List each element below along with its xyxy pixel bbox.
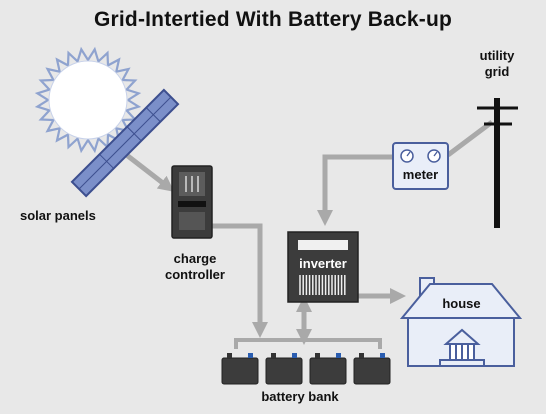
- charge-controller-label-line2: controller: [165, 267, 225, 282]
- sun-icon: [34, 46, 142, 154]
- battery-icon: [309, 353, 347, 385]
- charge-controller-label-line1: charge: [173, 251, 217, 266]
- battery-icon: [221, 353, 259, 385]
- meter-icon: [392, 142, 449, 190]
- battery-bank-label: battery bank: [261, 389, 339, 404]
- meter-label: meter: [402, 167, 439, 182]
- connector-panels-to-controller: [122, 151, 175, 192]
- connector-inverter-meter: [316, 154, 392, 227]
- utility-pole-icon: [477, 98, 518, 228]
- connector-controller-to-battery: [212, 223, 269, 339]
- connector-battery-bus: [234, 338, 382, 349]
- diagram-title: Grid-Intertied With Battery Back-up: [93, 8, 452, 31]
- charge-controller-icon: [171, 165, 213, 239]
- battery-icon: [353, 353, 391, 385]
- utility-grid-label-line2: grid: [484, 64, 510, 79]
- battery-bank: [221, 353, 391, 385]
- solar-panels-label: solar panels: [20, 208, 96, 223]
- inverter-label: inverter: [299, 256, 347, 271]
- connector-meter-grid: [446, 120, 494, 157]
- battery-icon: [265, 353, 303, 385]
- utility-grid-label-line1: utility: [479, 48, 515, 63]
- charge-controller-label: charge controller: [155, 251, 235, 283]
- utility-grid-label: utility grid: [462, 48, 532, 80]
- solar-panel-icon: [70, 88, 180, 198]
- house-label: house: [442, 296, 481, 311]
- inverter-icon: [287, 231, 359, 303]
- house-icon: [399, 277, 523, 367]
- connectors: [122, 120, 494, 349]
